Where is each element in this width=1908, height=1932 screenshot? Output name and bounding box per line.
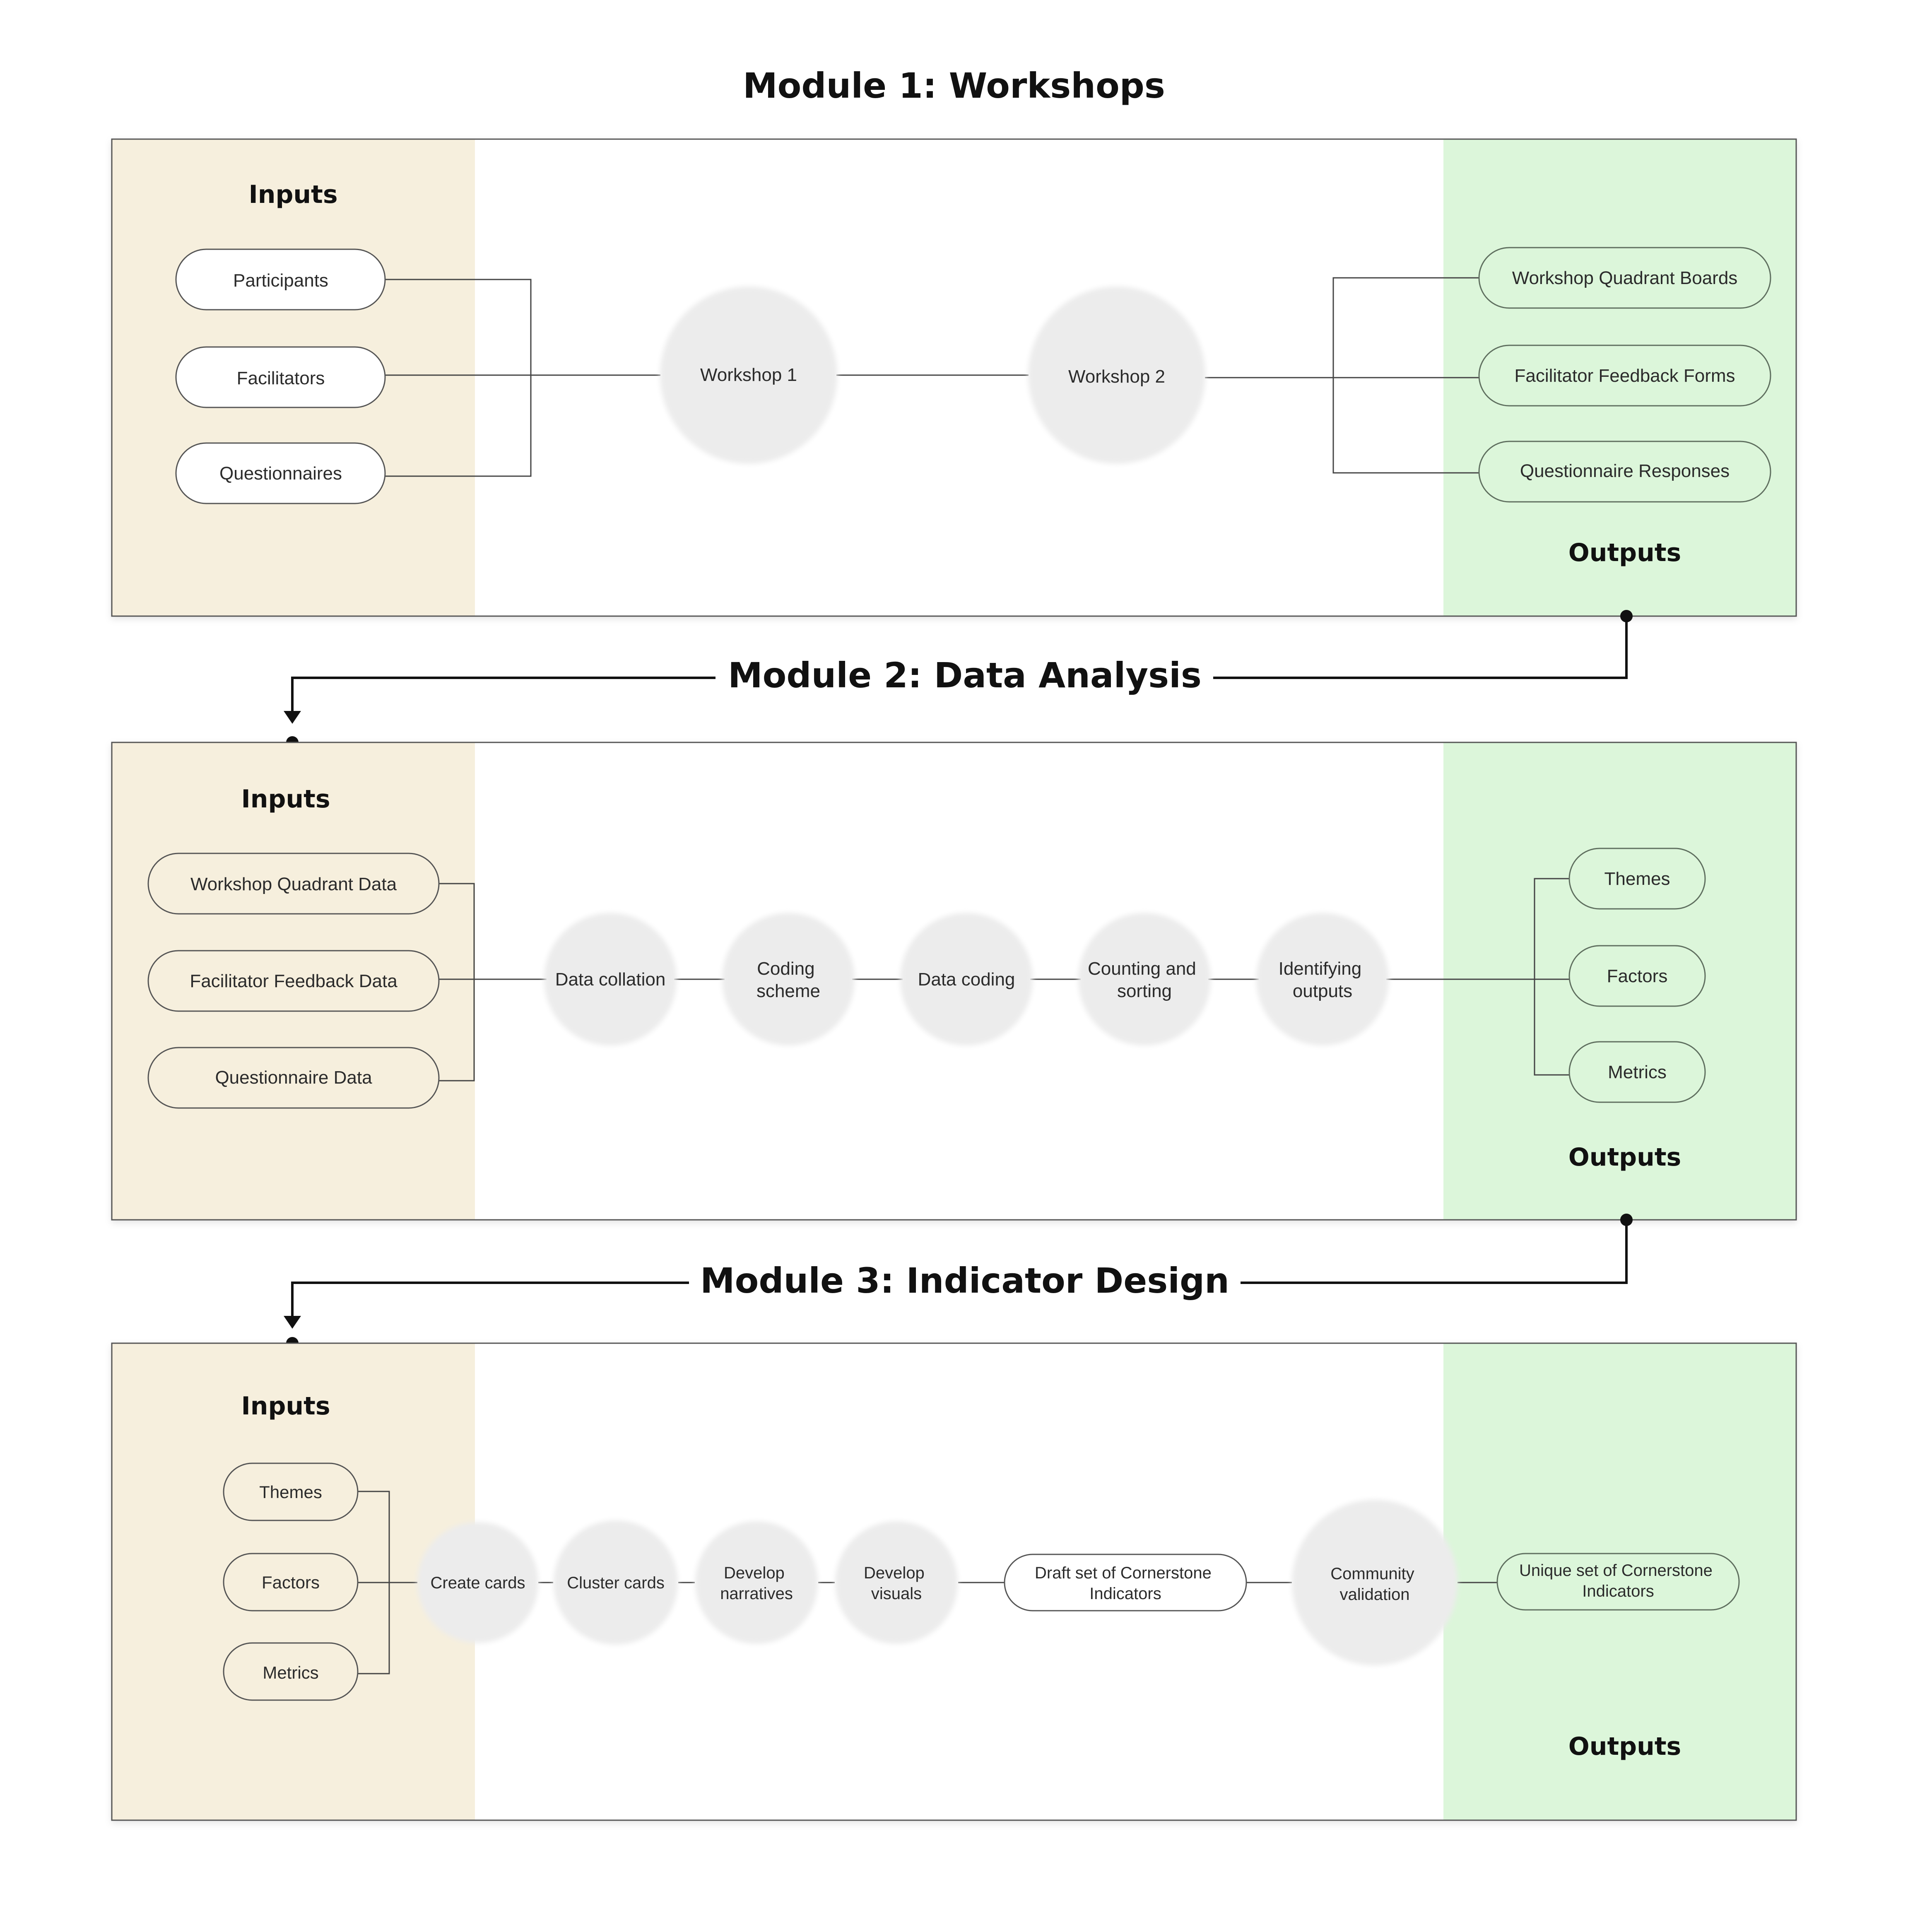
process-step: Community validation xyxy=(1292,1500,1458,1665)
step-label-line: Community xyxy=(1330,1565,1414,1583)
input-label: Workshop Quadrant Data xyxy=(190,874,397,894)
output-label: Unique set of Cornerstone Indicators xyxy=(1519,1561,1717,1600)
step-label: Counting and sorting xyxy=(1088,959,1201,1001)
process-step: Develop narratives xyxy=(695,1521,818,1644)
module-1-connectors xyxy=(385,277,1479,477)
step-label-line: Develop xyxy=(864,1564,925,1582)
step-label: Draft set of Cornerstone Indicators xyxy=(1035,1564,1216,1603)
output-pill: Factors xyxy=(1568,945,1706,1007)
input-label: Questionnaires xyxy=(219,463,342,484)
input-pill: Metrics xyxy=(223,1642,359,1701)
step-label-line: scheme xyxy=(756,981,820,1001)
input-label: Participants xyxy=(233,270,328,291)
step-label-line: validation xyxy=(1339,1585,1409,1604)
output-pill: Facilitator Feedback Forms xyxy=(1478,344,1771,407)
step-label: Data collation xyxy=(555,969,666,990)
module-1-to-2-arrow xyxy=(284,610,1633,749)
output-label: Factors xyxy=(1607,966,1668,986)
step-label-line: Identifying xyxy=(1279,959,1362,979)
output-label-line: Indicators xyxy=(1582,1582,1654,1600)
step-label: Community validation xyxy=(1330,1565,1419,1604)
module-2-connectors xyxy=(439,878,1569,1082)
input-pill: Facilitator Feedback Data xyxy=(147,950,440,1012)
input-pill: Workshop Quadrant Data xyxy=(147,853,440,915)
output-label: Workshop Quadrant Boards xyxy=(1512,268,1738,288)
input-pill: Questionnaires xyxy=(175,442,386,504)
module-3-title: Module 3: Indicator Design xyxy=(700,1260,1229,1301)
output-pill: Unique set of Cornerstone Indicators xyxy=(1496,1553,1740,1611)
output-label-line: Unique set of Cornerstone xyxy=(1519,1561,1713,1580)
module-2-inputs-heading: Inputs xyxy=(241,785,330,814)
input-pill: Facilitators xyxy=(175,346,386,408)
output-label: Themes xyxy=(1604,869,1670,889)
module-1-title: Module 1: Workshops xyxy=(743,65,1165,106)
step-label-line: visuals xyxy=(871,1585,922,1603)
input-pill: Questionnaire Data xyxy=(147,1047,440,1109)
output-pill: Themes xyxy=(1568,848,1706,910)
process-step: Workshop 1 xyxy=(660,287,837,464)
process-step: Data collation xyxy=(544,913,677,1045)
step-label-line: Coding xyxy=(757,959,814,979)
step-label: Coding scheme xyxy=(756,959,820,1001)
process-step: Create cards xyxy=(417,1522,538,1643)
step-label: Data coding xyxy=(918,969,1015,990)
process-step: Workshop 2 xyxy=(1028,287,1205,464)
step-label: Develop visuals xyxy=(864,1564,929,1603)
input-pill: Factors xyxy=(223,1553,359,1612)
step-label-line: Draft set of Cornerstone xyxy=(1035,1564,1212,1582)
step-label: Cluster cards xyxy=(567,1574,665,1592)
process-step: Coding scheme xyxy=(722,913,855,1045)
output-pill: Questionnaire Responses xyxy=(1478,441,1771,503)
step-label-line: sorting xyxy=(1117,981,1172,1001)
module-3-inputs-heading: Inputs xyxy=(241,1392,330,1421)
input-label: Facilitator Feedback Data xyxy=(190,971,398,991)
process-step: Identifying outputs xyxy=(1256,913,1389,1045)
process-step: Counting and sorting xyxy=(1078,913,1211,1045)
output-label: Metrics xyxy=(1608,1062,1667,1082)
module-2: Module 2: Data Analysis Inputs Outputs W… xyxy=(111,655,1797,1221)
step-label: Identifying outputs xyxy=(1279,959,1367,1001)
step-label: Workshop 2 xyxy=(1068,366,1165,387)
module-1: Module 1: Workshops Inputs Outputs Parti… xyxy=(111,65,1797,617)
input-label: Questionnaire Data xyxy=(215,1067,372,1088)
step-label-line: narratives xyxy=(720,1585,793,1603)
process-step: Cluster cards xyxy=(554,1520,678,1645)
step-label: Create cards xyxy=(431,1574,525,1592)
input-pill: Themes xyxy=(223,1462,359,1521)
output-pill: Metrics xyxy=(1568,1041,1706,1103)
input-pill: Participants xyxy=(175,248,386,311)
module-3-outputs-heading: Outputs xyxy=(1568,1732,1681,1761)
output-pill: Workshop Quadrant Boards xyxy=(1478,247,1771,309)
input-label: Factors xyxy=(262,1573,320,1592)
module-1-outputs-heading: Outputs xyxy=(1568,538,1681,567)
process-step: Develop visuals xyxy=(835,1521,958,1644)
output-label: Questionnaire Responses xyxy=(1520,461,1730,481)
module-1-inputs-heading: Inputs xyxy=(248,180,337,209)
process-step: Data coding xyxy=(900,913,1033,1045)
input-label: Facilitators xyxy=(237,368,325,388)
input-label: Themes xyxy=(259,1482,322,1502)
module-3: Module 3: Indicator Design Inputs Output… xyxy=(111,1260,1797,1821)
step-label: Workshop 1 xyxy=(700,365,797,385)
step-label-line: Develop xyxy=(724,1564,785,1582)
input-label: Metrics xyxy=(263,1663,318,1682)
module-2-title: Module 2: Data Analysis xyxy=(728,655,1202,696)
step-label-line: Counting and xyxy=(1088,959,1196,979)
step-label-line: outputs xyxy=(1293,981,1352,1001)
module-3-connectors xyxy=(358,1491,1497,1674)
step-label-line: Indicators xyxy=(1089,1585,1161,1603)
process-step: Draft set of Cornerstone Indicators xyxy=(1004,1554,1247,1612)
step-label: Develop narratives xyxy=(720,1564,793,1603)
output-label: Facilitator Feedback Forms xyxy=(1514,366,1735,386)
module-2-outputs-heading: Outputs xyxy=(1568,1143,1681,1172)
